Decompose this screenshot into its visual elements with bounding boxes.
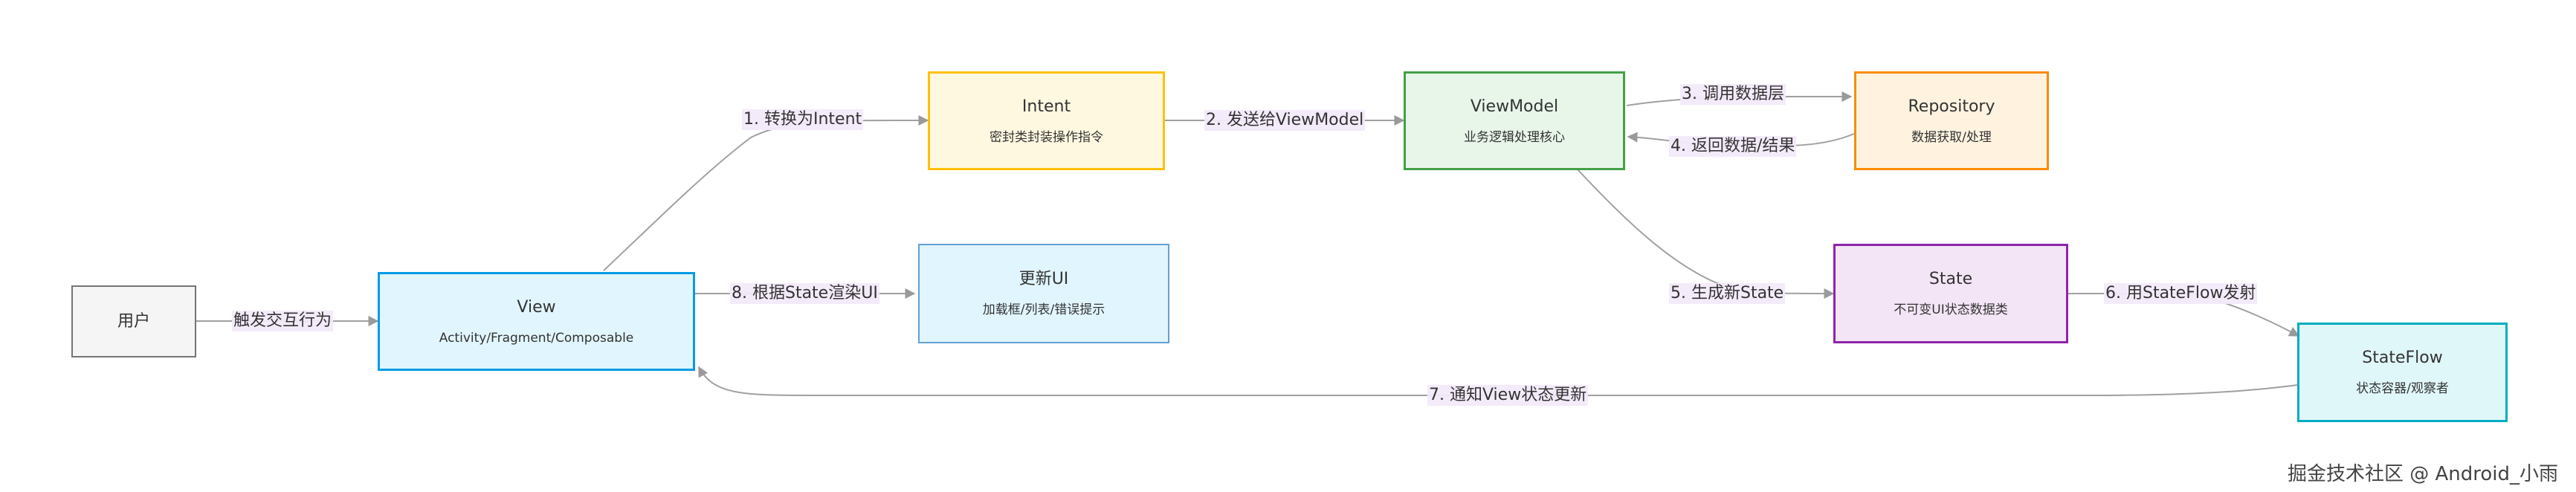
- edge-label-intent-viewmodel: 2. 发送给ViewModel: [1204, 110, 1366, 131]
- edge-label-viewmodel-state: 5. 生成新State: [1669, 283, 1786, 304]
- node-viewmodel-title: ViewModel: [1470, 97, 1559, 116]
- edge-label-viewmodel-repository: 3. 调用数据层: [1680, 84, 1786, 105]
- edge-view-intent: [603, 114, 929, 271]
- edge-label-stateflow-view: 7. 通知View状态更新: [1427, 385, 1589, 406]
- node-stateflow-title: StateFlow: [2362, 349, 2443, 367]
- node-intent-subtitle: 密封类封装操作指令: [990, 129, 1103, 145]
- node-updateui-subtitle: 加载框/列表/错误提示: [982, 302, 1105, 317]
- node-state-subtitle: 不可变UI状态数据类: [1894, 302, 2008, 317]
- node-updateui-title: 更新UI: [1019, 270, 1069, 288]
- node-intent-title: Intent: [1021, 97, 1071, 116]
- node-view: View Activity/Fragment/Composable: [378, 272, 695, 371]
- node-state-title: State: [1928, 270, 1973, 288]
- watermark: 掘金技术社区 @ Android_小雨: [2287, 463, 2558, 485]
- edge-label-user-view: 触发交互行为: [232, 311, 334, 331]
- node-repository: Repository 数据获取/处理: [1854, 71, 2049, 170]
- edge-label-view-updateui: 8. 根据State渲染UI: [730, 283, 879, 304]
- edge-label-state-stateflow: 6. 用StateFlow发射: [2104, 283, 2258, 304]
- node-repository-title: Repository: [1908, 97, 1995, 116]
- node-view-subtitle: Activity/Fragment/Composable: [439, 330, 634, 346]
- edge-label-view-intent: 1. 转换为Intent: [742, 109, 864, 130]
- node-repository-subtitle: 数据获取/处理: [1911, 129, 1992, 145]
- node-state: State 不可变UI状态数据类: [1833, 244, 2068, 343]
- edge-viewmodel-state: [1577, 169, 1835, 299]
- node-user: 用户: [71, 285, 196, 357]
- node-intent: Intent 密封类封装操作指令: [928, 71, 1165, 170]
- node-viewmodel: ViewModel 业务逻辑处理核心: [1404, 71, 1625, 170]
- edge-stateflow-view: [698, 366, 2298, 396]
- edge-label-repository-viewmodel: 4. 返回数据/结果: [1669, 136, 1797, 157]
- node-stateflow-subtitle: 状态容器/观察者: [2356, 381, 2449, 396]
- node-user-title: 用户: [117, 311, 150, 331]
- node-view-title: View: [517, 297, 556, 317]
- node-viewmodel-subtitle: 业务逻辑处理核心: [1464, 129, 1565, 145]
- node-stateflow: StateFlow 状态容器/观察者: [2297, 323, 2508, 422]
- node-updateui: 更新UI 加载框/列表/错误提示: [918, 244, 1169, 343]
